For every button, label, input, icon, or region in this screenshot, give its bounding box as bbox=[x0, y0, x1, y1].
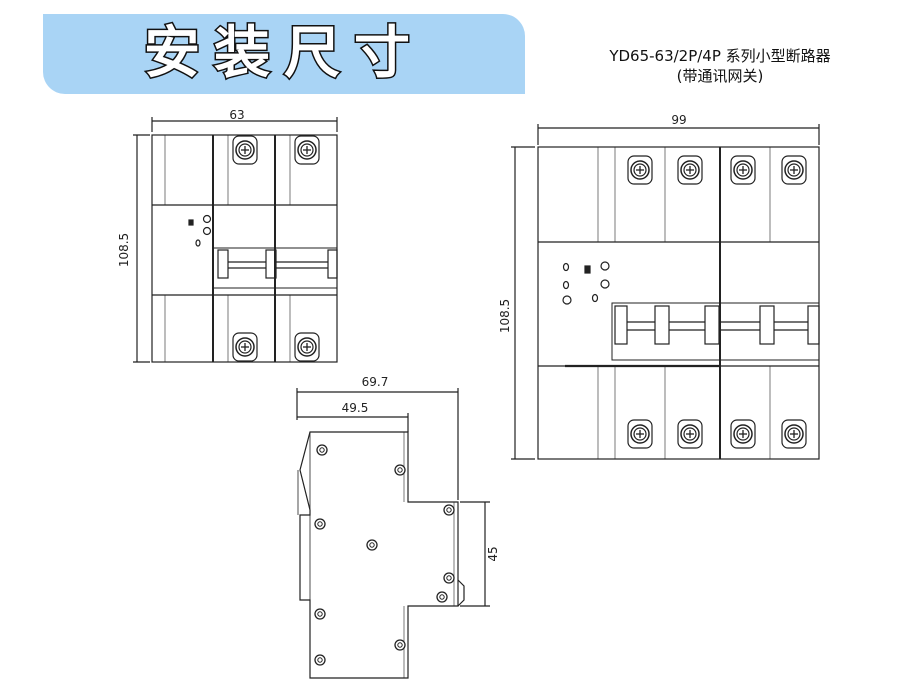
page-title: 安装尺寸 bbox=[143, 21, 424, 86]
side-rail-label: 45 bbox=[486, 546, 500, 561]
4p-width-label: 99 bbox=[671, 113, 686, 127]
front-view-4p bbox=[511, 124, 820, 460]
side-total-depth-label: 69.7 bbox=[362, 375, 389, 389]
product-subtitle: YD65-63/2P/4P 系列小型断路器 (带通讯网关) bbox=[540, 46, 900, 86]
side-view-holes bbox=[314, 444, 455, 666]
4p-terminal-screws bbox=[627, 155, 807, 449]
title-banner: 安装尺寸 bbox=[43, 14, 525, 94]
4p-height-label: 108.5 bbox=[498, 299, 512, 333]
side-view bbox=[296, 388, 490, 679]
subtitle-note: (带通讯网关) bbox=[676, 67, 764, 85]
front-view-2p bbox=[133, 117, 338, 363]
2p-width-label: 63 bbox=[229, 108, 244, 122]
2p-height-label: 108.5 bbox=[117, 233, 131, 267]
subtitle-model: YD65-63/2P/4P 系列小型断路器 bbox=[609, 47, 831, 65]
side-front-depth-label: 49.5 bbox=[342, 401, 369, 415]
